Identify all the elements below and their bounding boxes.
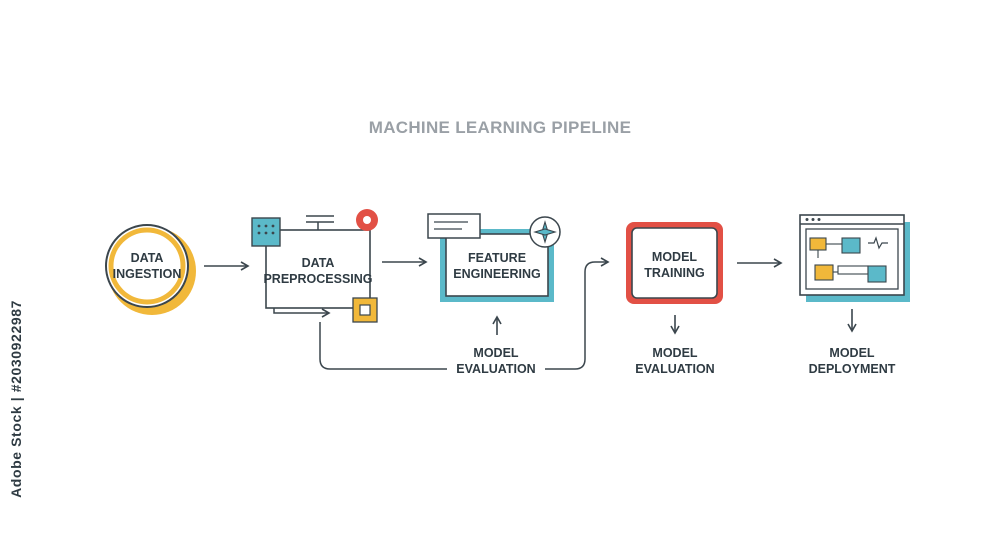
grid-icon (251, 217, 281, 247)
deployment-node (799, 214, 910, 302)
sort-icon (306, 215, 334, 230)
document-icon (427, 213, 481, 239)
target-icon (356, 209, 378, 231)
sparkle-icon (529, 216, 561, 248)
data-preprocessing-node (251, 209, 378, 323)
feedback-loop-line (319, 322, 447, 370)
stock-id-text: Adobe Stock | #2030922987 (8, 300, 24, 498)
flowchart-icon (809, 236, 888, 283)
model-training-node (626, 222, 723, 304)
loop-to-training-line (545, 257, 610, 370)
page-title: MACHINE LEARNING PIPELINE (368, 118, 632, 137)
data-ingestion-node (105, 224, 196, 315)
square-icon (352, 297, 378, 323)
feature-engineering-node (427, 213, 561, 302)
